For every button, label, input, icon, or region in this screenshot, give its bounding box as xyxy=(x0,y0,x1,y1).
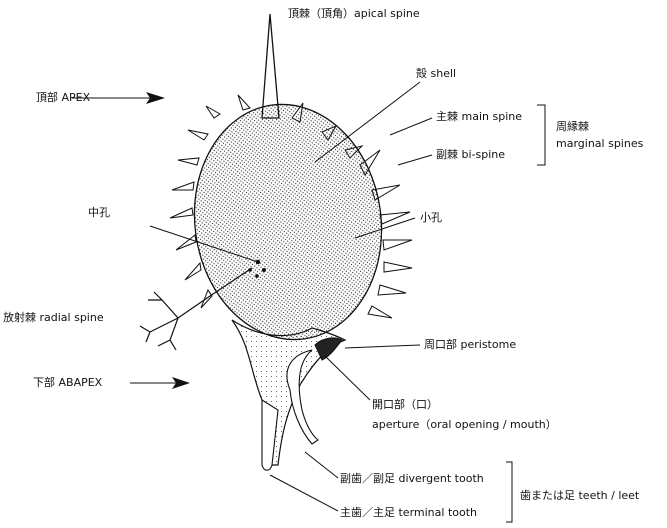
label-aperture-en: aperture（oral opening / mouth） xyxy=(372,418,557,432)
label-peristome: 周口部 peristome xyxy=(424,338,516,352)
label-abapex: 下部 ABAPEX xyxy=(33,376,102,390)
label-bi-spine: 副棘 bi-spine xyxy=(436,148,505,162)
label-shell: 殻 shell xyxy=(416,67,456,81)
label-marginal-ja: 周縁棘 xyxy=(556,120,589,134)
label-marginal-en: marginal spines xyxy=(556,137,643,151)
label-main-spine: 主棘 main spine xyxy=(436,110,522,124)
label-terminal-tooth: 主歯／主足 terminal tooth xyxy=(340,506,477,520)
arrow-heads xyxy=(146,92,190,389)
label-radial-spine: 放射棘 radial spine xyxy=(3,311,104,325)
label-apex: 頂部 APEX xyxy=(36,91,90,105)
label-apical-spine: 頂棘（頂角）apical spine xyxy=(288,7,420,21)
label-divergent-tooth: 副歯／副足 divergent tooth xyxy=(340,472,484,486)
label-teeth-feet: 歯または足 teeth / leet xyxy=(520,489,639,503)
shell-body xyxy=(179,92,396,352)
label-small-pore: 小孔 xyxy=(420,211,442,225)
label-central-pore: 中孔 xyxy=(88,206,110,220)
apical-spine xyxy=(262,14,279,118)
label-aperture-ja: 開口部（口） xyxy=(372,398,438,412)
